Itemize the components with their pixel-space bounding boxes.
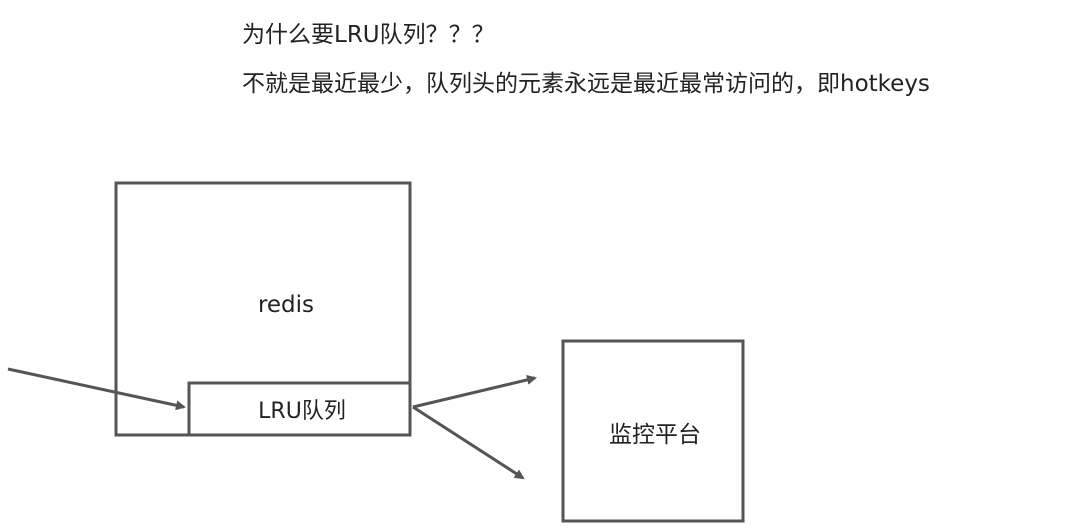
lru-queue-label: LRU队列 bbox=[258, 399, 346, 424]
outgoing-arrow-upper bbox=[412, 374, 537, 409]
monitoring-platform-label: 监控平台 bbox=[609, 422, 701, 448]
redis-label: redis bbox=[258, 292, 314, 318]
incoming-arrow bbox=[7, 367, 186, 411]
outgoing-arrow-lower bbox=[412, 405, 525, 480]
question-note: 为什么要LRU队列？？？ bbox=[242, 22, 495, 48]
lru-queue-box bbox=[187, 381, 412, 437]
monitoring-platform-box bbox=[561, 339, 745, 523]
explanation-note: 不就是最近最少，队列头的元素永远是最近最常访问的，即hotkeys bbox=[242, 71, 930, 97]
